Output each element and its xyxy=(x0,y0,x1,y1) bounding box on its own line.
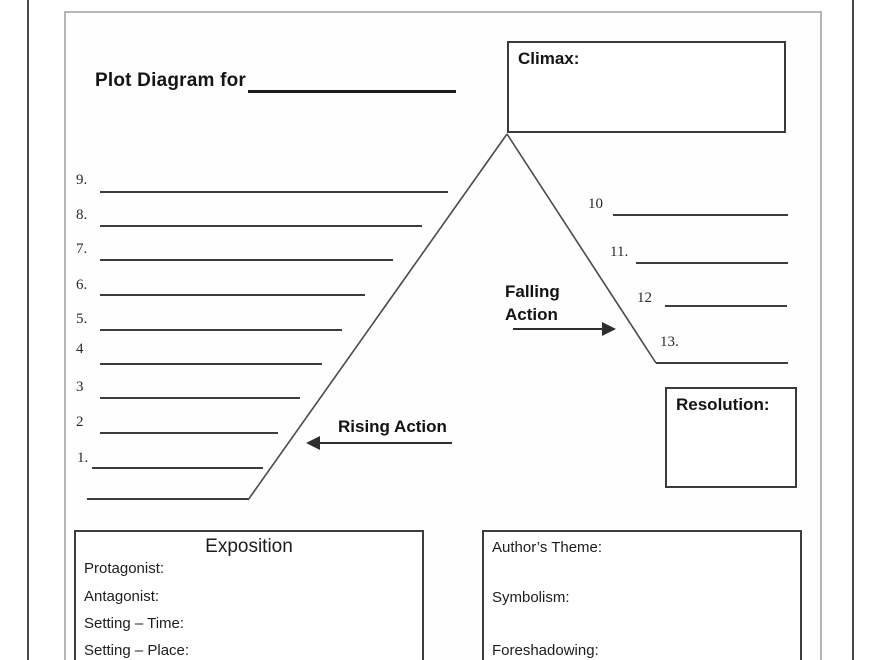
rising-num-6: 6. xyxy=(76,277,88,293)
falling-num-10: 10 xyxy=(588,196,603,212)
exposition-box: Exposition Protagonist: Antagonist: Sett… xyxy=(74,530,424,660)
rising-num-5: 5. xyxy=(76,311,88,327)
rising-num-7: 7. xyxy=(76,241,88,257)
rising-num-4: 4 xyxy=(76,341,84,357)
falling-line-11 xyxy=(636,262,788,264)
falling-line-13 xyxy=(656,362,788,364)
rising-line-1 xyxy=(92,467,263,469)
rising-line-3 xyxy=(100,397,300,399)
rising-line-6 xyxy=(100,294,365,296)
falling-action-label: Falling Action xyxy=(505,282,560,324)
author-theme-box: Author’s Theme: Symbolism: Foreshadowing… xyxy=(482,530,802,660)
rising-line-2 xyxy=(100,432,278,434)
exposition-field-setting-place: Setting – Place: xyxy=(84,642,190,659)
rising-num-1: 1. xyxy=(77,450,89,466)
falling-line-12 xyxy=(665,305,787,307)
rising-baseline xyxy=(87,498,248,500)
climax-label: Climax: xyxy=(518,49,580,68)
rising-num-9: 9. xyxy=(76,172,88,188)
resolution-label: Resolution: xyxy=(676,395,770,414)
title-blank-line xyxy=(248,90,456,93)
rising-action-label: Rising Action xyxy=(338,417,447,436)
rising-num-8: 8. xyxy=(76,207,88,223)
rising-line-5 xyxy=(100,329,342,331)
right-edge-rule xyxy=(852,0,854,660)
exposition-field-setting-time: Setting – Time: xyxy=(84,615,185,632)
author-field-foreshadowing: Foreshadowing: xyxy=(492,642,599,659)
exposition-field-antagonist: Antagonist: xyxy=(84,588,160,605)
climax-box: Climax: xyxy=(507,41,786,133)
author-field-symbolism: Symbolism: xyxy=(492,589,570,606)
falling-num-12: 12 xyxy=(637,290,652,306)
exposition-field-protagonist: Protagonist: xyxy=(84,560,165,577)
resolution-box: Resolution: xyxy=(665,387,797,488)
author-field-theme: Author’s Theme: xyxy=(492,539,603,556)
left-edge-rule xyxy=(27,0,29,660)
rising-num-2: 2 xyxy=(76,414,84,430)
rising-line-9 xyxy=(100,191,448,193)
falling-line-10 xyxy=(613,214,788,216)
page-title: Plot Diagram for xyxy=(95,70,246,91)
rising-line-8 xyxy=(100,225,422,227)
rising-line-4 xyxy=(100,363,322,365)
falling-num-13: 13. xyxy=(660,334,679,350)
rising-line-7 xyxy=(100,259,393,261)
exposition-title: Exposition xyxy=(205,536,293,557)
falling-num-11: 11. xyxy=(610,244,629,260)
rising-num-3: 3 xyxy=(76,379,84,395)
